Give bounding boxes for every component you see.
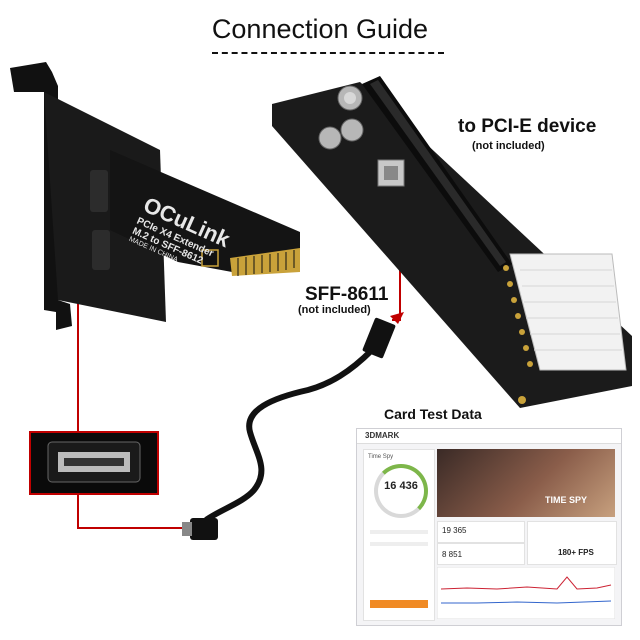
score-ring bbox=[374, 464, 428, 518]
pcie-slot-board bbox=[272, 76, 632, 408]
score-panel: Time Spy 16 436 bbox=[363, 449, 435, 621]
arrow-icon bbox=[390, 312, 404, 324]
score-value: 16 436 bbox=[384, 480, 418, 492]
page-title: Connection Guide bbox=[211, 14, 429, 44]
score-label: Time Spy bbox=[368, 454, 394, 460]
cpu-score: 8 851 bbox=[442, 550, 463, 559]
port-zoom-inset bbox=[29, 431, 159, 495]
banner-title: TIME SPY bbox=[545, 495, 588, 505]
power-connector bbox=[509, 253, 627, 371]
benchmark-screenshot: 3DMARK Time Spy 16 436 TIME SPY 19 365 8… bbox=[356, 428, 622, 626]
title-underline bbox=[212, 52, 444, 54]
app-titlebar: 3DMARK bbox=[357, 429, 621, 444]
action-button[interactable] bbox=[370, 600, 428, 608]
device-label: to PCI-E device bbox=[458, 116, 597, 137]
cable-label: SFF-8611 bbox=[305, 284, 389, 305]
bracket bbox=[10, 62, 166, 330]
adapter-card bbox=[110, 150, 300, 276]
test-heading: Card Test Data bbox=[384, 406, 482, 422]
monitoring-graph bbox=[437, 567, 615, 619]
oculink-port-2 bbox=[92, 230, 110, 270]
app-name: 3DMARK bbox=[365, 431, 400, 440]
hero-banner: TIME SPY bbox=[437, 449, 615, 517]
fps-value: 180+ FPS bbox=[558, 548, 594, 557]
oculink-port-1 bbox=[90, 170, 108, 212]
sff-cable bbox=[182, 317, 396, 540]
graphics-score: 19 365 bbox=[442, 526, 467, 535]
device-note: (not included) bbox=[472, 140, 545, 152]
cable-note: (not included) bbox=[298, 304, 371, 316]
